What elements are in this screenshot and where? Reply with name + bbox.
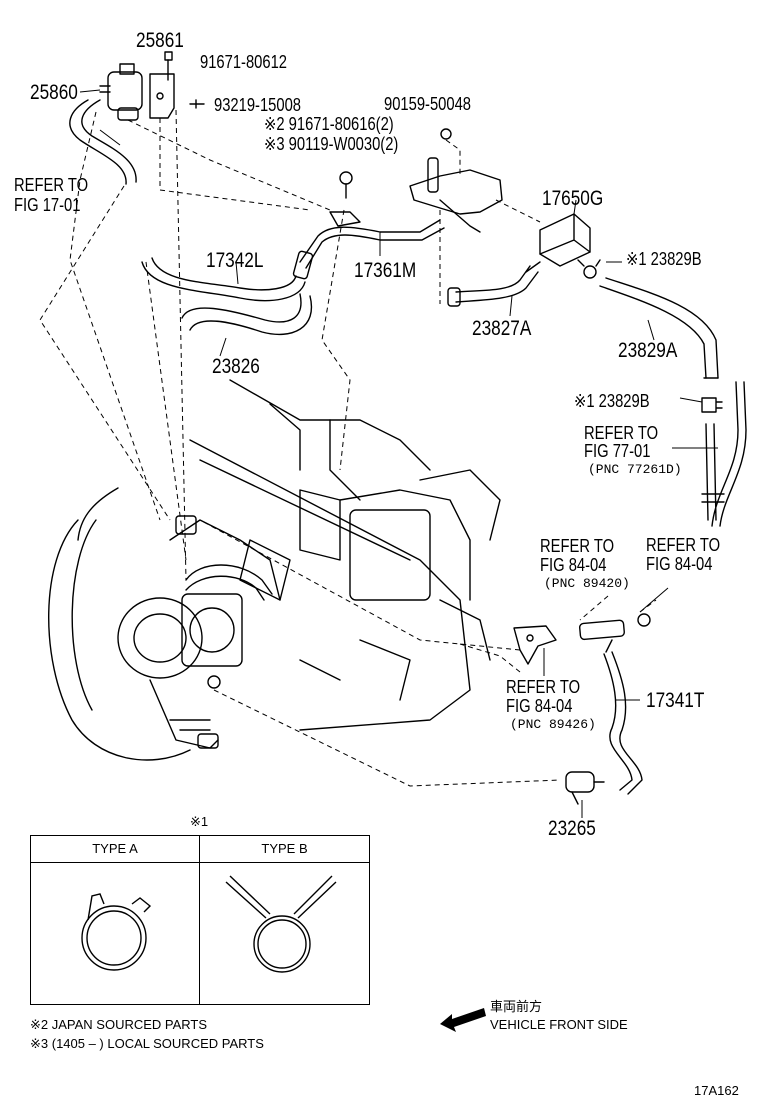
- refer-84-04c-pnc: (PNC 89426): [510, 717, 596, 732]
- label-23829B-mid: ※1 23829B: [574, 391, 650, 411]
- label-23826: 23826: [212, 355, 260, 378]
- label-23265: 23265: [548, 817, 596, 840]
- solid-leaders: [79, 89, 718, 818]
- note-local-sourced: ※3 (1405 – ) LOCAL SOURCED PARTS: [30, 1036, 264, 1051]
- hose-throttle: [185, 564, 273, 601]
- leader-lines: [39, 109, 657, 787]
- refer-84-04a-line1: REFER TO: [540, 536, 615, 556]
- hose-23827A: [455, 265, 539, 303]
- clamp-type-table: TYPE A TYPE B: [30, 835, 370, 1005]
- clamp-23829B-top: [577, 259, 601, 279]
- pipe-77-01: [705, 381, 747, 527]
- label-93219-15008: 93219-15008: [214, 95, 302, 115]
- direction-en: VEHICLE FRONT SIDE: [490, 1017, 628, 1032]
- label-17342L: 17342L: [206, 249, 264, 272]
- label-17341T: 17341T: [646, 689, 705, 712]
- refer-84-04c-line2: FIG 84-04: [506, 696, 573, 716]
- clamp-type-b-drawing: [225, 875, 337, 973]
- sensor-89420: [579, 613, 651, 653]
- refer-84-04c-line1: REFER TO: [506, 677, 581, 697]
- vsv-25860: [99, 63, 143, 121]
- hose-23829A: [599, 277, 719, 379]
- refer-77-01-line2: FIG 77-01: [584, 441, 651, 461]
- clamp-table-marker: ※1: [190, 814, 209, 829]
- label-91671-80612: 91671-80612: [200, 52, 288, 72]
- sensor-23265: [565, 771, 605, 805]
- label-90159-50048: 90159-50048: [384, 94, 472, 114]
- type-a-header: TYPE A: [31, 836, 199, 863]
- hose-25860: [69, 99, 137, 185]
- hose-17341T: [603, 651, 643, 795]
- refer-84-04a-pnc: (PNC 89420): [544, 576, 630, 591]
- type-b-header: TYPE B: [200, 836, 369, 863]
- table-divider: [199, 836, 200, 1004]
- label-17650G: 17650G: [542, 187, 604, 210]
- clamp-type-a-drawing: [81, 893, 152, 971]
- hose-23826: [181, 293, 313, 336]
- direction-jp: 車両前方: [490, 999, 543, 1014]
- refer-84-04a-line2: FIG 84-04: [540, 555, 607, 575]
- note-japan-sourced: ※2 JAPAN SOURCED PARTS: [30, 1017, 208, 1032]
- refer-77-01-line1: REFER TO: [584, 423, 659, 443]
- bracket-clip: [329, 211, 361, 227]
- refer-17-01-line1: REFER TO: [14, 175, 89, 195]
- label-23829A: 23829A: [618, 339, 678, 362]
- label-23827A: 23827A: [472, 317, 532, 340]
- refer-84-04b-line1: REFER TO: [646, 535, 721, 555]
- refer-77-01-pnc: (PNC 77261D): [588, 462, 682, 477]
- front-arrow-icon: [440, 1008, 486, 1032]
- label-90119-w0030: ※3 90119-W0030(2): [264, 134, 399, 154]
- bracket-89426: [513, 625, 557, 665]
- bracket-25861: [149, 51, 175, 119]
- refer-84-04b-line2: FIG 84-04: [646, 554, 713, 574]
- pipe-assembly-90159: [409, 128, 503, 233]
- hose-17342L: [141, 257, 306, 302]
- label-23829B-top: ※1 23829B: [626, 249, 702, 269]
- refer-17-01-line2: FIG 17-01: [14, 195, 81, 215]
- bolt-93219: [189, 99, 205, 109]
- figure-code: 17A162: [694, 1083, 739, 1098]
- label-91671-80616: ※2 91671-80616(2): [264, 114, 394, 134]
- label-25861: 25861: [136, 29, 184, 52]
- clamp-23829B-mid: [701, 397, 723, 413]
- label-25860: 25860: [30, 81, 78, 104]
- label-17361M: 17361M: [354, 259, 417, 282]
